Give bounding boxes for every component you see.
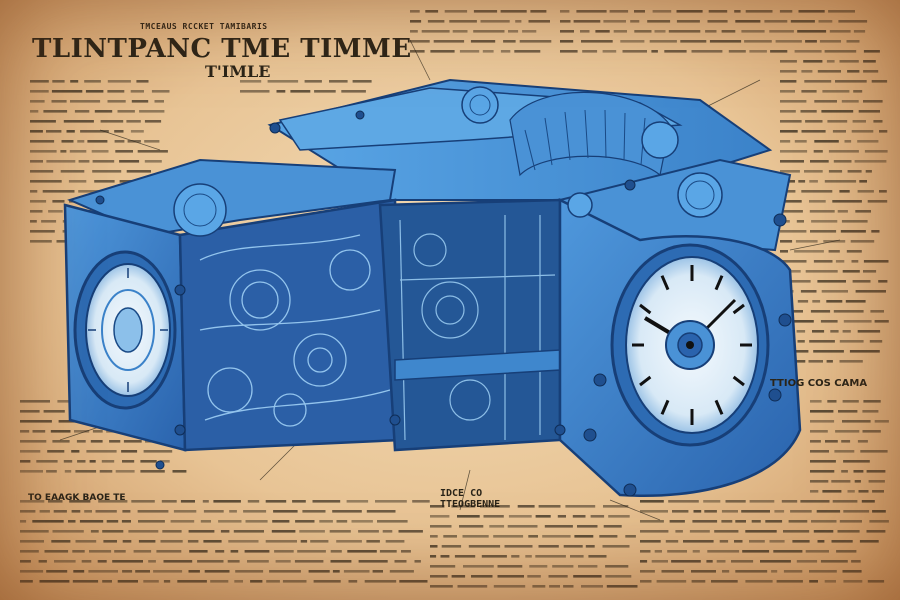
center-caption: IDCE CO TTEOGBENNE — [440, 488, 500, 510]
left-caption: TO EAAGK BAOE TE — [28, 493, 126, 503]
right-clock-dial-icon — [610, 243, 770, 447]
dial-tick — [660, 275, 670, 291]
page-title: TLINTPANC TME TIMME — [32, 34, 412, 64]
dial-tick — [660, 399, 670, 415]
center-caption-line-2: TTEOGBENNE — [440, 499, 501, 510]
dial-tick — [714, 399, 724, 415]
dial-tick — [714, 275, 724, 291]
right-caption: TTIOG COS CAMA — [770, 378, 868, 389]
top-caption: TMCEAUS RCCKET TAMIBARIS — [140, 22, 268, 31]
dial-tick — [732, 303, 745, 315]
left-clock-dial-icon — [73, 250, 177, 410]
dial-tick — [639, 375, 652, 387]
page-subtitle: T'IMLE — [205, 62, 271, 81]
dial-tick — [732, 375, 745, 387]
center-caption-line-1: IDCE CO — [440, 488, 483, 499]
dial-tick — [639, 303, 652, 315]
